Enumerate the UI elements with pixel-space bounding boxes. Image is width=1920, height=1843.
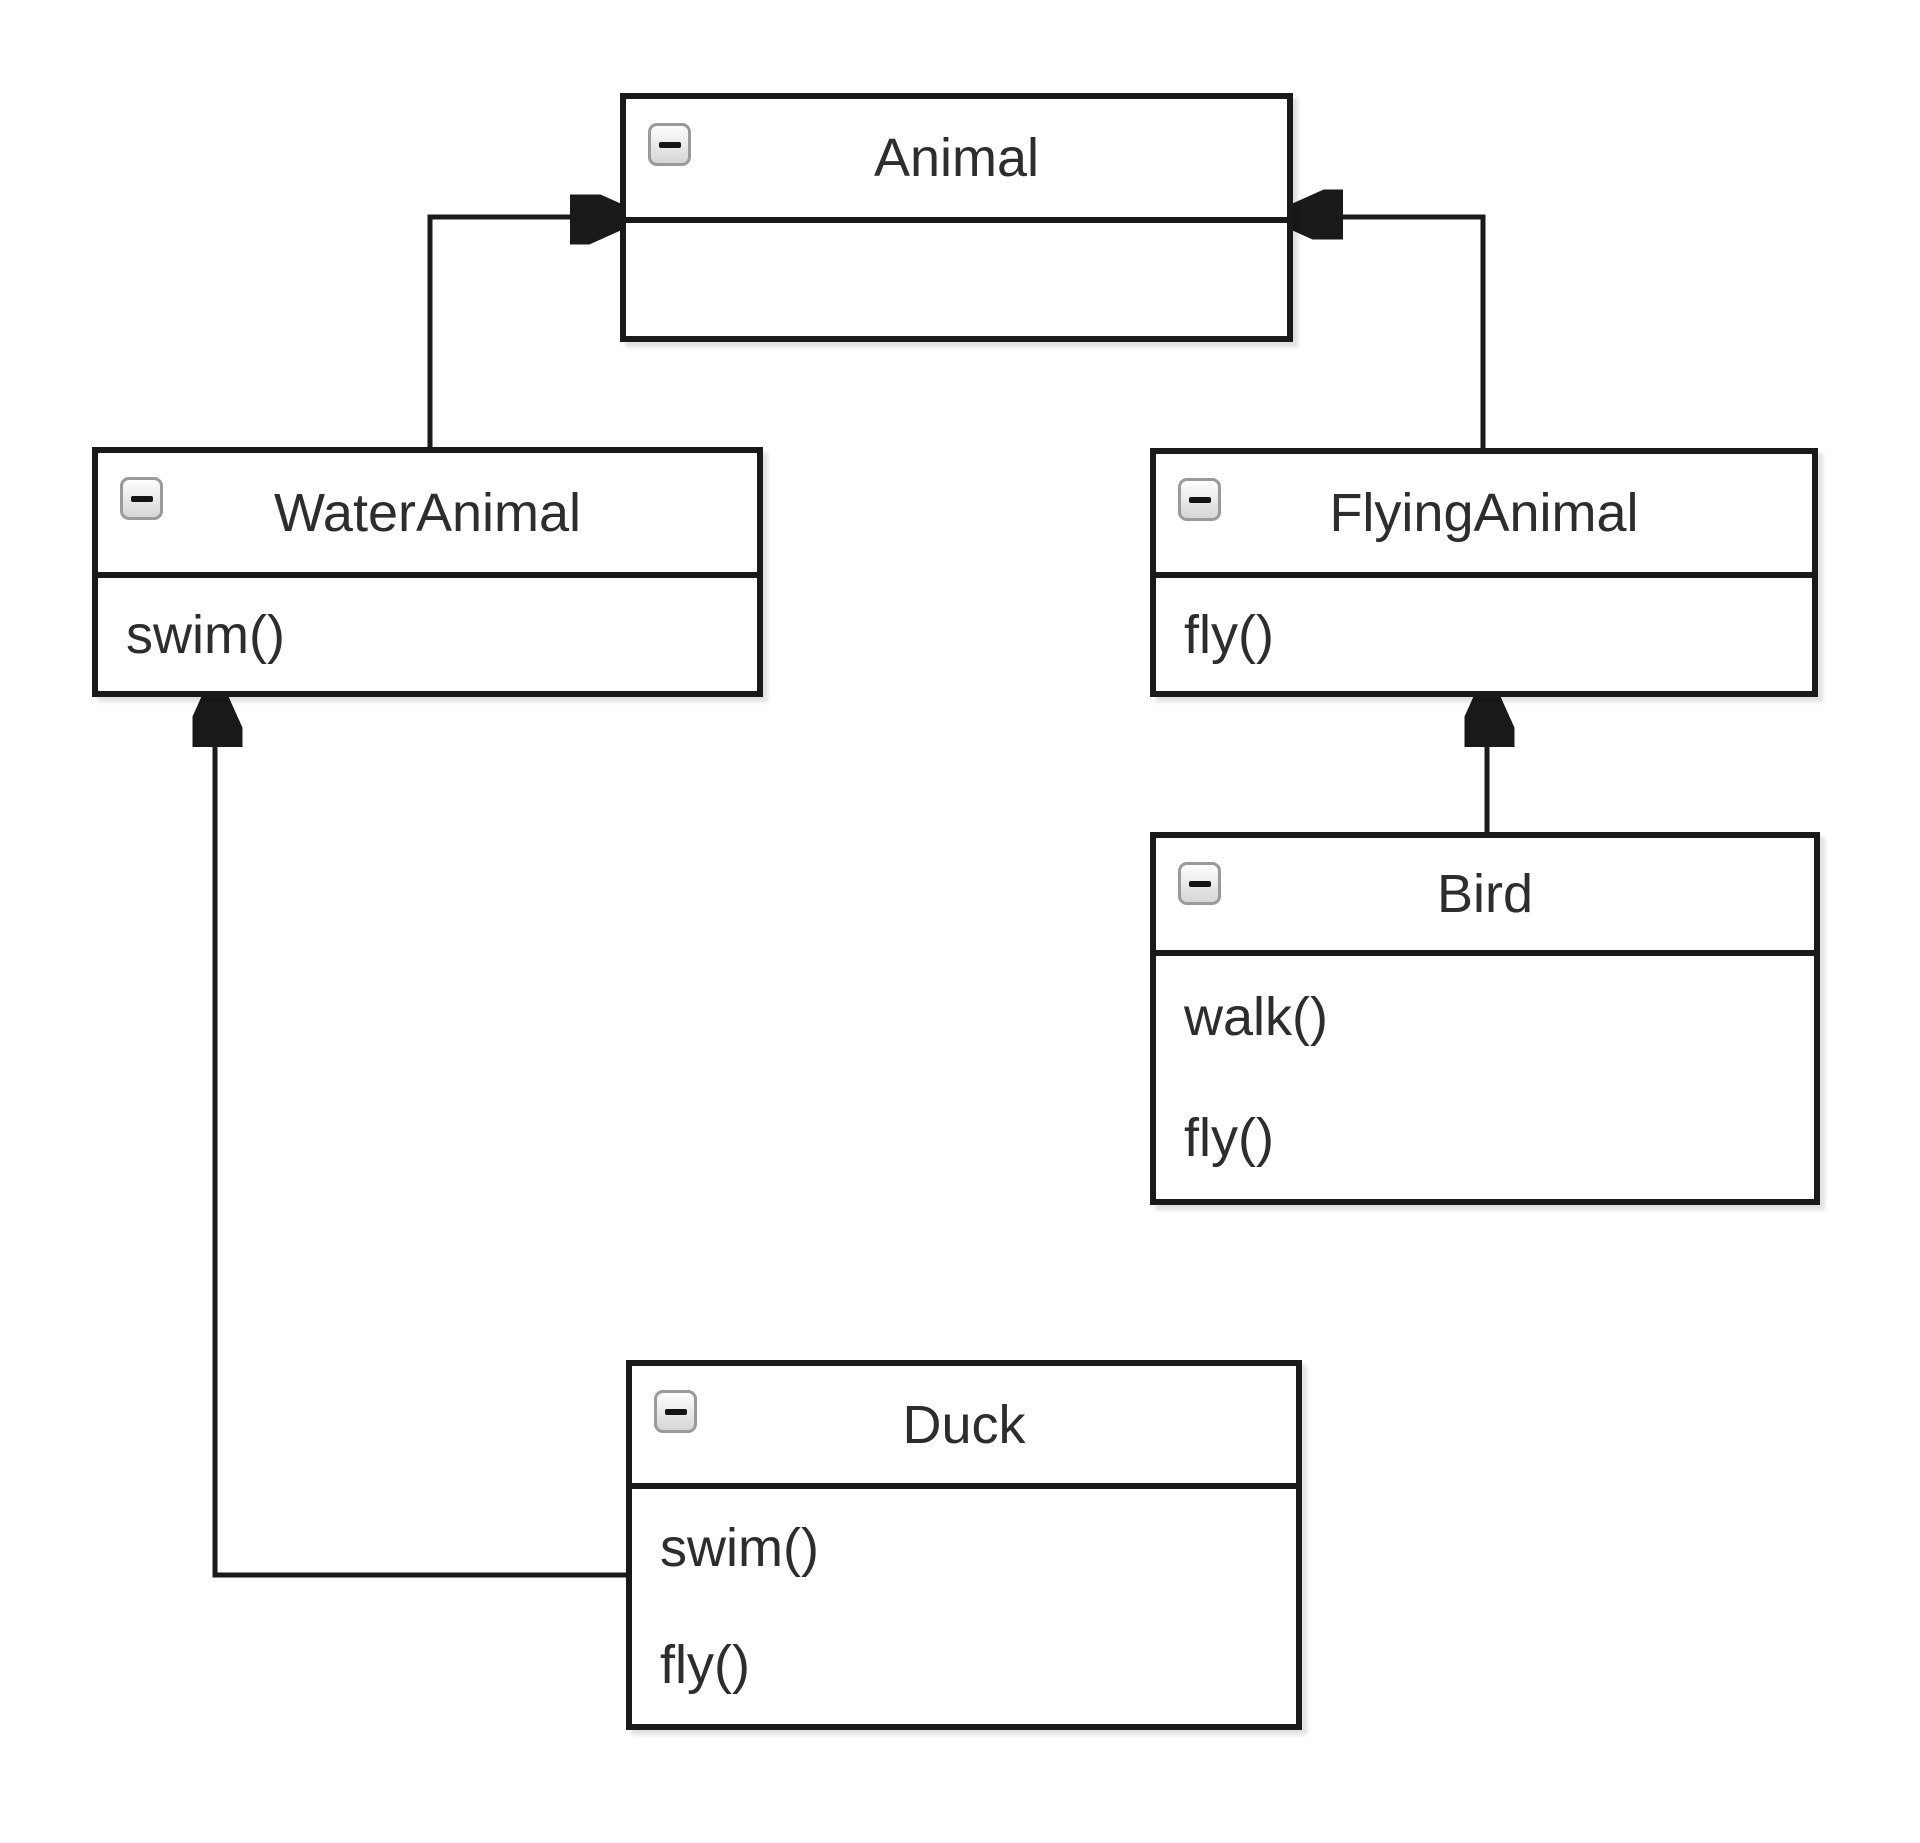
minus-glyph — [1188, 496, 1211, 503]
collapse-minus-icon[interactable] — [654, 1390, 697, 1433]
class-members: swim() — [98, 578, 757, 691]
class-title-bar: Duck — [632, 1366, 1296, 1489]
class-name: Duck — [902, 1394, 1026, 1455]
collapse-minus-icon[interactable] — [1178, 862, 1221, 905]
class-title-bar: Bird — [1156, 838, 1814, 956]
class-members: walk() fly() — [1156, 956, 1814, 1199]
class-box-animal[interactable]: Animal — [620, 93, 1293, 342]
method-fly: fly() — [1184, 604, 1274, 665]
collapse-minus-icon[interactable] — [1178, 478, 1221, 521]
class-name: WaterAnimal — [273, 482, 582, 543]
class-title-bar: Animal — [626, 99, 1287, 223]
method-walk: walk() — [1184, 986, 1328, 1047]
class-name: Animal — [873, 128, 1040, 188]
minus-glyph — [658, 141, 681, 148]
inheritance-edge-flyinganimal-to-animal[interactable] — [1303, 217, 1486, 450]
class-title-bar: FlyingAnimal — [1156, 454, 1812, 578]
method-fly: fly() — [1184, 1108, 1274, 1169]
class-box-flyinganimal[interactable]: FlyingAnimal fly() — [1150, 448, 1818, 697]
minus-glyph — [130, 495, 153, 502]
class-members: swim() fly() — [632, 1489, 1296, 1724]
class-box-wateranimal[interactable]: WaterAnimal swim() — [92, 447, 763, 697]
collapse-minus-icon[interactable] — [648, 123, 691, 166]
inheritance-edge-duck-to-wateranimal[interactable] — [215, 707, 626, 1578]
class-name: Bird — [1436, 864, 1534, 924]
class-members-empty — [626, 223, 1287, 336]
minus-glyph — [1188, 880, 1211, 887]
class-title-bar: WaterAnimal — [98, 453, 757, 578]
inheritance-edge-wateranimal-to-animal[interactable] — [427, 217, 610, 449]
method-swim: swim() — [660, 1517, 819, 1578]
method-swim: swim() — [126, 604, 285, 665]
class-members: fly() — [1156, 578, 1812, 691]
minus-glyph — [664, 1408, 687, 1415]
class-box-duck[interactable]: Duck swim() fly() — [626, 1360, 1302, 1730]
method-fly: fly() — [660, 1635, 750, 1696]
collapse-minus-icon[interactable] — [120, 477, 163, 520]
class-box-bird[interactable]: Bird walk() fly() — [1150, 832, 1820, 1205]
class-name: FlyingAnimal — [1329, 483, 1639, 543]
